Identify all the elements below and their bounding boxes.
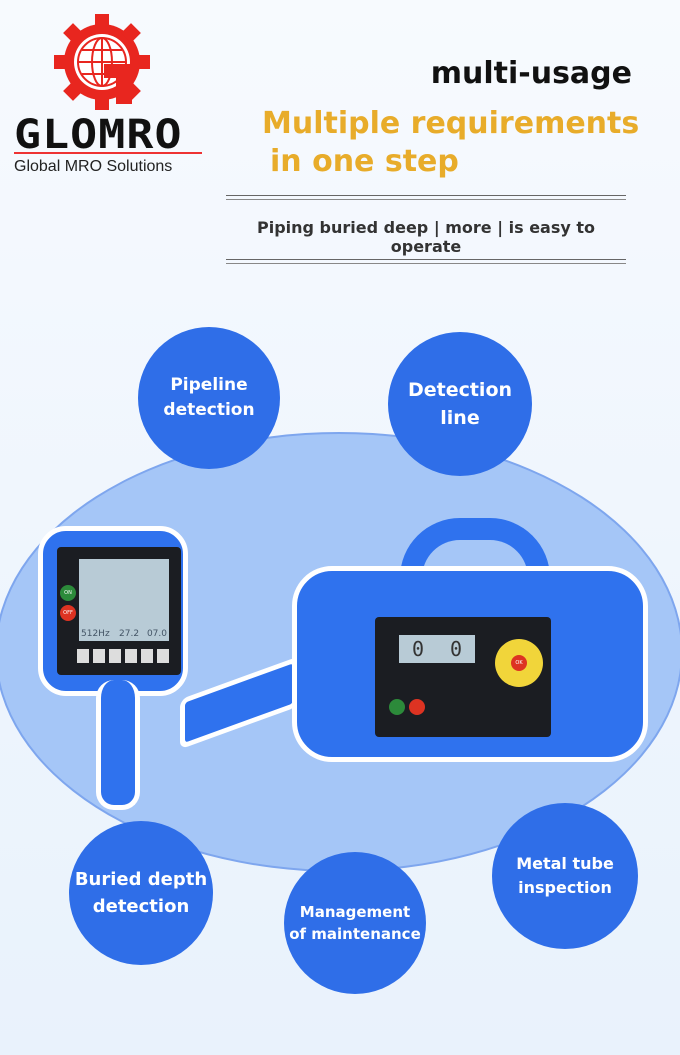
divider-top: [226, 195, 626, 200]
receiver-screen: 512Hz 27.2 07.0: [79, 559, 169, 641]
feature-tagline: Piping buried deep | more | is easy to o…: [256, 218, 596, 256]
receiver-keypad[interactable]: [77, 649, 173, 663]
display-digit-2: 0: [449, 637, 463, 661]
transmitter-off-button[interactable]: [409, 699, 425, 715]
transmitter-device: 0 0 OK: [292, 566, 648, 762]
off-button[interactable]: OFF: [60, 605, 76, 621]
transmitter-display: 0 0: [399, 635, 475, 663]
ok-button[interactable]: OK: [511, 655, 527, 671]
receiver-device: 512Hz 27.2 07.0 ON OFF: [38, 526, 188, 696]
subtitle-line2: in one step: [270, 144, 459, 179]
divider-bottom: [226, 259, 626, 264]
brand-divider: [14, 152, 202, 154]
screen-frequency: 512Hz: [81, 629, 110, 639]
brand-name: GLOMRO: [14, 112, 183, 158]
brand-tagline: Global MRO Solutions: [14, 158, 173, 175]
transmitter-on-button[interactable]: [389, 699, 405, 715]
page-title: multi-usage: [430, 56, 632, 91]
screen-depth: 07.0: [146, 629, 167, 639]
screen-value: 27.2: [119, 629, 140, 639]
on-button[interactable]: ON: [60, 585, 76, 601]
display-digit-1: 0: [411, 637, 425, 661]
subtitle-line1: Multiple requirements: [262, 106, 640, 141]
glomro-logo-icon: [54, 14, 150, 110]
receiver-handle: [96, 680, 140, 810]
